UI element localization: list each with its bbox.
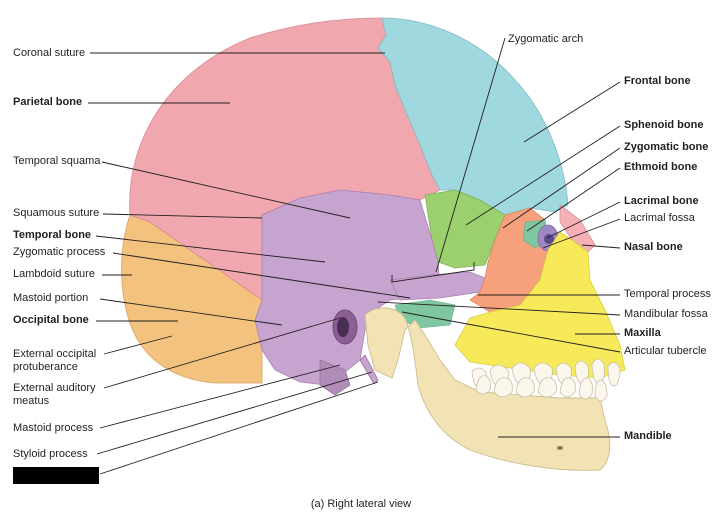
teeth-group (471, 358, 621, 402)
label-zygomatic-bone: Zygomatic bone (624, 141, 709, 153)
label-lacrimal-fossa: Lacrimal fossa (624, 212, 695, 224)
frontal-bone-shape (377, 17, 569, 216)
zygomatic-arch-bracket (391, 262, 475, 283)
leader-line-sphenoid-bone (465, 125, 621, 226)
label-temporal-process: Temporal process (624, 288, 711, 300)
mastoid-process-shape (319, 359, 351, 396)
leader-line-mastoid-portion (99, 298, 283, 326)
label-ethmoid-bone: Ethmoid bone (624, 161, 698, 173)
leader-line-lacrimal-fossa (542, 218, 621, 249)
leader-line-squamous-suture (102, 213, 263, 219)
label-maxilla: Maxilla (624, 327, 661, 339)
label-temporal-bone: Temporal bone (13, 229, 92, 241)
label-zygomatic-arch: Zygomatic arch (508, 33, 584, 45)
leader-line-external-auditory-meatus (103, 317, 341, 389)
leader-line-mandibular-fossa (377, 301, 621, 316)
leader-line-lacrimal-bone (546, 201, 621, 239)
label-sphenoid-bone: Sphenoid bone (624, 119, 704, 131)
leader-line-styloid-process (96, 371, 373, 455)
label-mastoid-process: Mastoid process (13, 422, 94, 434)
leader-line-nasal-bone (581, 244, 621, 249)
label-occipital-bone: Occipital bone (13, 314, 89, 326)
label-nasal-bone: Nasal bone (624, 241, 683, 253)
styloid-process-shape (359, 354, 379, 385)
occipital-bone-shape (121, 214, 263, 384)
label-parietal-bone: Parietal bone (13, 96, 83, 108)
label-articular-tubercle: Articular tubercle (624, 345, 707, 357)
label-external-occipital-line2: protuberance (13, 361, 78, 373)
label-squamous-suture: Squamous suture (13, 207, 100, 219)
label-styloid-process: Styloid process (13, 448, 88, 460)
leader-line-ethmoid-bone (526, 167, 621, 232)
leader-line-zygomatic-arch (435, 37, 506, 273)
label-mandible: Mandible (624, 430, 672, 442)
leader-line-temporal-squama (101, 161, 351, 219)
label-lacrimal-bone: Lacrimal bone (624, 195, 699, 207)
label-zygomatic-process: Zygomatic process (13, 246, 106, 258)
leader-line-zygomatic-bone (502, 147, 621, 229)
label-mandibular-fossa: Mandibular fossa (624, 308, 708, 320)
leader-line-zygomatic-process (112, 252, 411, 299)
label-coronal-suture: Coronal suture (13, 47, 86, 59)
figure-caption: (a) Right lateral view (310, 498, 412, 510)
leader-line-frontal-bone (523, 81, 621, 143)
leader-line-mastoid-process (99, 364, 341, 429)
redacted-label-box (13, 467, 99, 484)
label-external-auditory-line1: External auditory (13, 382, 96, 394)
leader-line-redacted (99, 381, 379, 475)
label-lambdoid-suture: Lambdoid suture (13, 268, 95, 280)
leader-lines (88, 37, 621, 475)
leader-line-external-occipital-protuberance (103, 335, 173, 355)
mandible-shape (364, 307, 611, 471)
leader-line-temporal-bone (95, 235, 326, 263)
label-frontal-bone: Frontal bone (624, 75, 691, 87)
label-mastoid-portion: Mastoid portion (13, 292, 89, 304)
label-external-occipital-protuberance: External occipital protuberance (13, 348, 96, 374)
label-temporal-squama: Temporal squama (13, 155, 101, 167)
label-external-auditory-line2: meatus (13, 395, 50, 407)
leader-line-articular-tubercle (401, 311, 621, 353)
label-external-auditory-meatus: External auditory meatus (13, 382, 96, 408)
label-external-occipital-line1: External occipital (13, 348, 97, 360)
